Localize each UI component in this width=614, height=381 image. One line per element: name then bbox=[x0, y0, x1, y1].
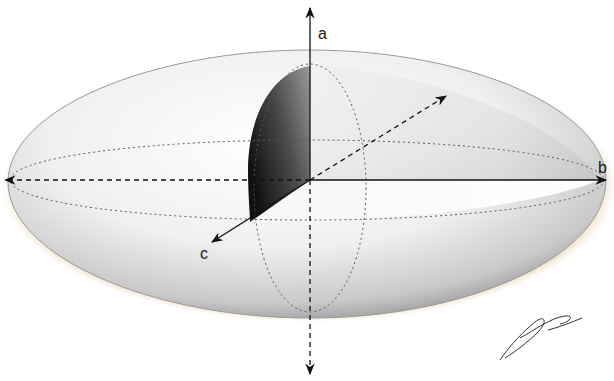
axis-a bbox=[309, 8, 310, 180]
horizontal-cut bbox=[250, 180, 600, 222]
signature bbox=[500, 316, 582, 360]
axis-label: b bbox=[598, 160, 607, 176]
axis-b-dashed bbox=[5, 179, 310, 180]
axis-c-dashed bbox=[310, 96, 446, 180]
outer-surface bbox=[310, 65, 600, 180]
axis-b bbox=[310, 179, 606, 180]
axis-c bbox=[212, 180, 310, 242]
axis-label: a bbox=[318, 26, 327, 42]
rim-glow bbox=[2, 50, 614, 322]
axis-label: c bbox=[200, 246, 208, 262]
axis-a-dashed bbox=[309, 180, 310, 374]
ellipsoid-body bbox=[8, 50, 606, 318]
